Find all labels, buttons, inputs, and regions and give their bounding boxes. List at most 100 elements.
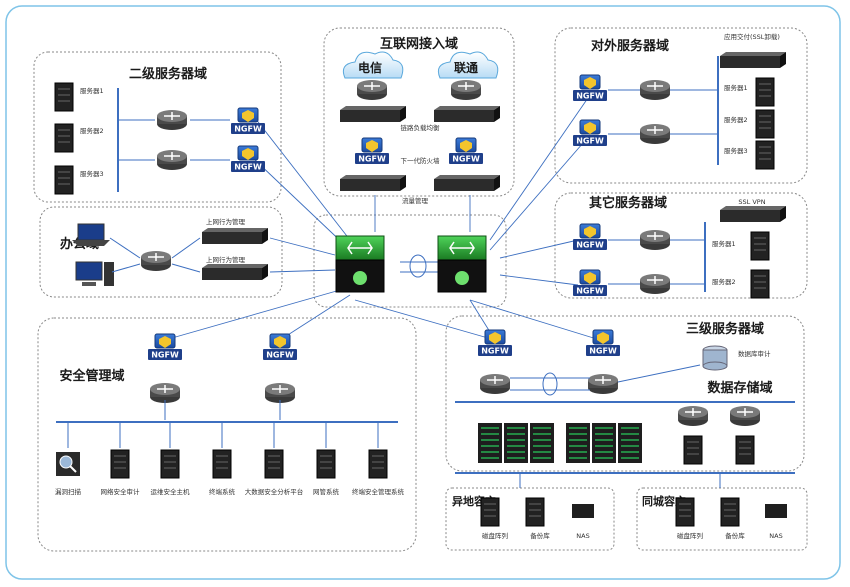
server-icon xyxy=(110,449,130,479)
sec-tool-1: 网络安全审计 xyxy=(101,487,141,496)
server-icon xyxy=(264,449,284,479)
server-rack-icon xyxy=(617,422,643,464)
cloud-telecom-icon: 电信 xyxy=(342,51,404,79)
server-icon xyxy=(54,165,74,195)
router-icon xyxy=(639,123,671,145)
local-dr-2: NAS xyxy=(769,532,782,540)
server-icon xyxy=(525,497,545,527)
server-rack-icon xyxy=(591,422,617,464)
magnifier-icon xyxy=(56,452,80,476)
sec-tool-4: 大数据安全分析平台 xyxy=(245,487,304,496)
router-icon xyxy=(639,229,671,251)
router-icon xyxy=(140,250,172,272)
load-balancer-icon xyxy=(340,106,406,122)
behavior-mgmt-icon xyxy=(202,228,268,244)
server-rack-icon xyxy=(529,422,555,464)
level2-servers: 服务器1 服务器2 服务器3 xyxy=(54,82,230,195)
zone-title-security: 安全管理域 xyxy=(59,368,124,384)
sec-tool-5: 网管系统 xyxy=(313,487,340,496)
zone-local-dr xyxy=(636,487,808,551)
router-icon xyxy=(639,273,671,295)
remote-dr-devices: 磁盘阵列 备份库 NAS xyxy=(480,497,594,540)
server-icon xyxy=(160,449,180,479)
office-device-2: 上网行为管理 xyxy=(206,255,246,264)
router-icon xyxy=(156,109,188,131)
server-rack-icon xyxy=(565,422,591,464)
zone-title-level2: 二级服务器域 xyxy=(129,66,207,82)
zone-external xyxy=(554,27,808,184)
zone-title-level3: 三级服务器域 xyxy=(686,321,764,337)
router-icon xyxy=(639,79,671,101)
other-server-2: 服务器2 xyxy=(712,277,736,286)
zone-title-external: 对外服务器域 xyxy=(591,38,669,54)
traffic-manager-icon-2 xyxy=(434,175,500,191)
isp-telecom-label: 电信 xyxy=(358,60,382,75)
server-icon xyxy=(480,497,500,527)
server-icon xyxy=(750,269,770,299)
cloud-unicom-icon: 联通 xyxy=(437,51,499,79)
server-rack-icon xyxy=(477,422,503,464)
server-icon xyxy=(755,140,775,170)
zone-title-internet: 互联网接入域 xyxy=(380,36,458,52)
core-switch-icon xyxy=(335,235,385,293)
level2-server-1: 服务器1 xyxy=(80,86,104,95)
ssl-vpn-label: SSL VPN xyxy=(738,198,765,206)
server-icon xyxy=(720,497,740,527)
remote-dr-0: 磁盘阵列 xyxy=(482,531,508,540)
office-device-1: 上网行为管理 xyxy=(206,217,246,226)
behavior-mgmt-icon-2 xyxy=(202,264,268,280)
external-gateway-label: 应用交付(SSL卸载) xyxy=(724,32,780,41)
router-icon xyxy=(729,405,761,427)
isp-unicom-label: 联通 xyxy=(454,60,478,75)
server-icon xyxy=(368,449,388,479)
external-server-3: 服务器3 xyxy=(724,146,748,155)
sec-tool-2: 运维安全主机 xyxy=(151,487,191,496)
level2-server-3: 服务器3 xyxy=(80,169,104,178)
local-dr-1: 备份库 xyxy=(725,531,745,540)
desktop-icon xyxy=(75,261,114,286)
router-icon xyxy=(479,373,511,395)
zone-level3 xyxy=(445,315,805,472)
remote-dr-2: NAS xyxy=(576,532,589,540)
zone-security xyxy=(37,317,417,552)
nas-icon xyxy=(572,504,594,518)
router-icon xyxy=(156,149,188,171)
db-audit-icon xyxy=(702,345,728,371)
security-tools: 漏洞扫描 网络安全审计 运维安全主机 终端系统 大数据安全分析平台 网管系统 终… xyxy=(55,422,405,496)
server-icon xyxy=(54,123,74,153)
traffic-label: 流量管理 xyxy=(402,196,429,205)
server-icon xyxy=(212,449,232,479)
local-dr-devices: 磁盘阵列 备份库 NAS xyxy=(675,497,787,540)
core-switch-icon-2 xyxy=(437,235,487,293)
traffic-manager-icon xyxy=(340,175,406,191)
laptop-icon xyxy=(72,223,110,246)
external-server-2: 服务器2 xyxy=(724,115,748,124)
load-balancer-icon-2 xyxy=(434,106,500,122)
server-icon xyxy=(316,449,336,479)
server-icon xyxy=(675,497,695,527)
sec-tool-6: 终端安全管理系统 xyxy=(352,487,405,496)
external-server-1: 服务器1 xyxy=(724,83,748,92)
local-dr-0: 磁盘阵列 xyxy=(677,531,703,540)
nas-icon xyxy=(765,504,787,518)
ssl-vpn-icon xyxy=(720,206,786,222)
remote-dr-1: 备份库 xyxy=(530,531,550,540)
zone-title-storage: 数据存储域 xyxy=(707,380,772,396)
isp-telecom-router-icon xyxy=(356,79,388,101)
next-gen-fw-label: 下一代防火墙 xyxy=(401,156,441,165)
server-icon xyxy=(755,77,775,107)
server-icon xyxy=(54,82,74,112)
server-icon xyxy=(735,435,755,465)
level2-server-2: 服务器2 xyxy=(80,126,104,135)
db-audit-label: 数据库审计 xyxy=(738,349,771,358)
server-rack-icon xyxy=(503,422,529,464)
load-balancer-label: 链路负载均衡 xyxy=(401,123,441,132)
server-icon xyxy=(755,109,775,139)
isp-unicom-router-icon xyxy=(450,79,482,101)
zone-title-other: 其它服务器域 xyxy=(589,195,667,211)
sec-tool-0: 漏洞扫描 xyxy=(55,487,82,496)
zone-level2 xyxy=(33,51,282,203)
ssl-offload-device-icon xyxy=(720,52,786,68)
link-lines xyxy=(164,94,601,341)
